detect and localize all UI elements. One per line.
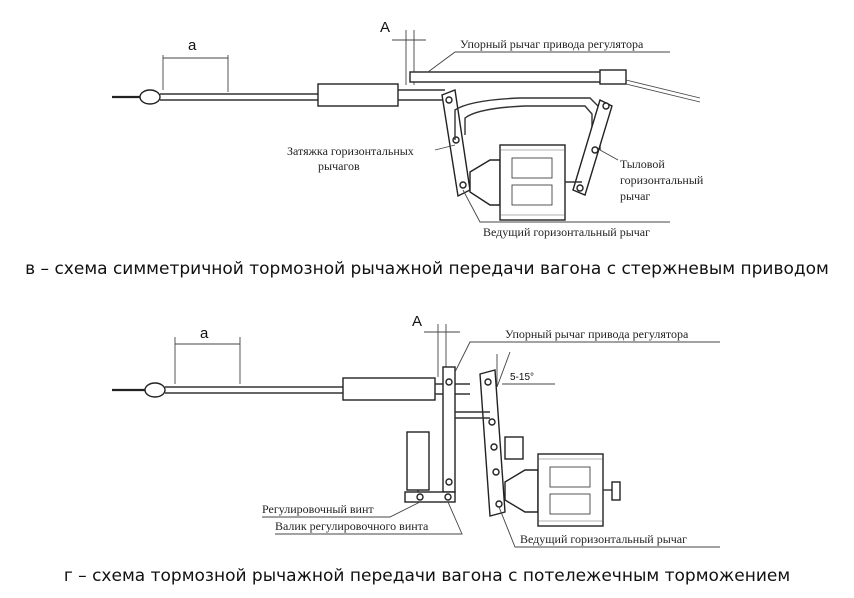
label-rear-lever-1-v: Тыловой (620, 157, 665, 171)
pin-lead-bot-g (495, 500, 503, 508)
cylinder-window-2-v (511, 184, 553, 206)
diagram-bogie-braking: a A Упорный рычаг привода регулятора 5-1… (0, 312, 854, 574)
cylinder-window-2-g (549, 493, 591, 515)
pin-adj-1-g (416, 493, 424, 501)
regulator-body-v (317, 83, 399, 107)
cylinder-cone-v (469, 159, 501, 206)
leader-stop-lever-g (454, 341, 720, 373)
pin-rear-bot-v (576, 184, 584, 192)
adj-screw-shaft-g (404, 491, 456, 503)
diagram-v-svg: a A Упорный рычаг привода регулятора Зат… (112, 19, 704, 239)
pin-lead-3-g (492, 468, 500, 476)
dim-a-g-label: a (200, 325, 209, 342)
label-stop-lever-v: Упорный рычаг привода регулятора (460, 37, 644, 51)
pin-rear-top-v (602, 102, 610, 110)
leader-leading-lever-g (498, 506, 720, 548)
pin-adj-2-g (444, 493, 452, 501)
leading-lever-g (479, 369, 506, 517)
leader-rear-lever-v (599, 149, 619, 161)
rod-v-far-right-2 (625, 83, 701, 103)
leader-tie-rod-v (434, 144, 456, 151)
label-tie-rod-1-v: Затяжка горизонтальных (287, 144, 414, 158)
diagram-symmetric-rod-drive: a A Упорный рычаг привода регулятора Зат… (0, 0, 854, 245)
pin-stop-bot-g (445, 478, 453, 486)
cylinder-window-1-v (511, 157, 553, 179)
cylinder-cone-g (504, 469, 539, 513)
pin-leading-top-v (445, 96, 453, 104)
diagram-g-svg: a A Упорный рычаг привода регулятора 5-1… (112, 313, 720, 548)
stop-lever-g (442, 366, 456, 493)
pin-lead-top-g (484, 378, 492, 386)
pin-leading-mid-v (452, 136, 460, 144)
leader-adj-shaft-g (275, 501, 463, 535)
leader-adj-screw-g (262, 501, 421, 518)
label-adj-shaft-g: Валик регулировочного винта (275, 519, 429, 533)
coupling-eye-v (139, 89, 161, 105)
stop-lever-end-v (599, 69, 627, 85)
pin-lead-1-g (488, 418, 496, 426)
adj-screw-housing-g (406, 431, 430, 491)
angle-incline-g (496, 351, 511, 388)
pin-rear-mid-v (591, 146, 599, 154)
label-rear-lever-3-v: рычаг (620, 189, 650, 203)
stop-lever-bar-v (409, 71, 626, 83)
label-adj-screw-g: Регулировочный винт (262, 502, 374, 516)
caption-g: г – схема тормозной рычажной передачи ва… (63, 566, 791, 586)
leader-stop-lever-v (427, 51, 670, 73)
tie-rod-arch-outer-v (454, 97, 601, 150)
pin-leading-bot-v (459, 181, 467, 189)
regulator-body-g (342, 377, 436, 401)
cylinder-window-1-g (549, 466, 591, 488)
dim-A-v-label: A (380, 19, 390, 36)
label-leading-lever-v: Ведущий горизонтальный рычаг (483, 225, 650, 239)
pin-stop-top-g (445, 378, 453, 386)
dim-a-v-label: a (188, 37, 197, 54)
coupling-eye-g (144, 382, 166, 398)
label-tie-rod-2-v: рычагов (318, 159, 360, 173)
leader-leading-lever-v (462, 189, 670, 223)
pin-lead-2-g (490, 443, 498, 451)
brake-cylinder-g (537, 453, 604, 527)
label-rear-lever-2-v: горизонтальный (620, 173, 704, 187)
label-stop-lever-g: Упорный рычаг привода регулятора (505, 327, 689, 341)
dim-A-g-label: A (412, 313, 422, 330)
caption-v: в – схема симметричной тормозной рычажно… (25, 259, 829, 279)
bracket-g (504, 436, 524, 460)
rod-v-far-right (625, 79, 701, 99)
cylinder-end-g (611, 481, 621, 501)
label-leading-lever-g: Ведущий горизонтальный рычаг (520, 532, 687, 546)
brake-cylinder-v (499, 144, 566, 221)
label-angle-g: 5-15° (510, 372, 534, 383)
tie-rod-arch-inner-v (464, 105, 593, 150)
